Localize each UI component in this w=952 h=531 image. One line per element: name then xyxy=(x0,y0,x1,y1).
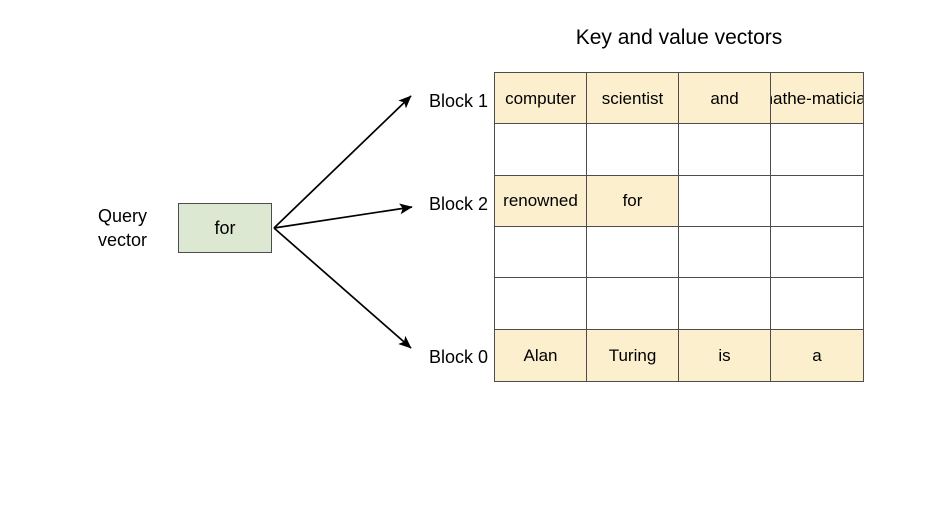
diagram-title: Key and value vectors xyxy=(575,26,783,49)
kv-cell-text: and xyxy=(710,88,739,108)
kv-cell-empty xyxy=(495,124,587,176)
kv-cell-empty xyxy=(679,175,771,227)
kv-cell-token: computer xyxy=(495,73,587,125)
kv-cell-empty xyxy=(587,124,679,176)
key-value-grid: computer scientist and mathe-matician renown… xyxy=(494,72,864,382)
kv-cell-token: and xyxy=(679,73,771,125)
kv-cell-token: for xyxy=(587,175,679,227)
kv-cell-token: Alan xyxy=(495,329,587,381)
kv-cell-text: computer xyxy=(505,88,576,108)
kv-cell-empty xyxy=(679,226,771,279)
kv-cell-text: a xyxy=(812,345,822,365)
kv-cell-token: is xyxy=(679,329,771,381)
kv-cell-text: mathe- xyxy=(771,88,812,108)
kv-cell-empty xyxy=(771,278,863,330)
block-label-2: Block 2 xyxy=(428,194,488,214)
kv-cell-empty xyxy=(771,226,863,279)
arrow-to-block-2 xyxy=(273,203,413,229)
query-vector-label-line1: Query xyxy=(98,206,148,226)
kv-cell-text: scientist xyxy=(601,88,664,108)
kv-cell-empty xyxy=(587,226,679,279)
kv-cell-empty xyxy=(495,278,587,330)
query-vector-token: for xyxy=(214,217,236,238)
kv-cell-token: scientist xyxy=(587,73,679,125)
kv-cell-token: Turing xyxy=(587,329,679,381)
kv-cell-text: Alan xyxy=(523,345,558,365)
arrow-to-block-1 xyxy=(273,95,412,229)
kv-cell-token: mathe-matician xyxy=(771,73,863,125)
kv-cell-text: is xyxy=(718,345,731,365)
arrow-to-block-0 xyxy=(273,227,412,349)
kv-cell-text: matician xyxy=(811,88,863,108)
query-vector-label: Query vector xyxy=(98,204,174,252)
query-vector-label-line2: vector xyxy=(98,230,148,250)
kv-cell-empty xyxy=(679,124,771,176)
kv-cell-empty xyxy=(495,226,587,279)
kv-cell-token: a xyxy=(771,329,863,381)
kv-cell-empty xyxy=(587,278,679,330)
kv-cell-empty xyxy=(771,175,863,227)
kv-cell-token: renowned xyxy=(495,175,587,227)
kv-cell-text: renowned xyxy=(503,191,578,211)
kv-cell-text: Turing xyxy=(608,345,657,365)
block-label-0: Block 0 xyxy=(428,347,488,367)
kv-cell-empty xyxy=(679,278,771,330)
kv-cell-empty xyxy=(771,124,863,176)
query-vector-box: for xyxy=(178,203,272,253)
block-label-1: Block 1 xyxy=(428,91,488,111)
kv-cell-text: for xyxy=(622,191,643,211)
